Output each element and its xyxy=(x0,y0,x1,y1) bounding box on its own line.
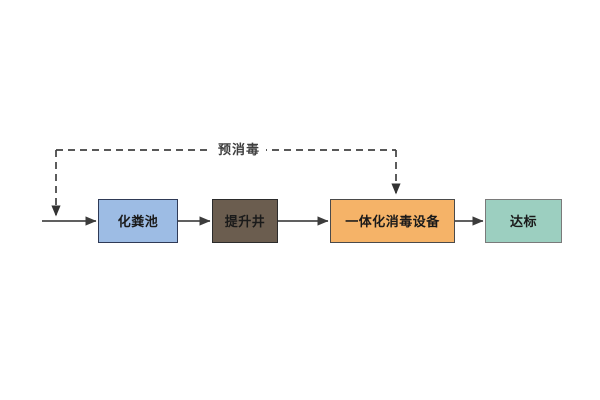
node-disinfection-equipment[interactable]: 一体化消毒设备 xyxy=(330,199,455,243)
node-compliant-output[interactable]: 达标 xyxy=(485,199,562,243)
node-septic-tank-label: 化粪池 xyxy=(117,213,159,229)
node-disinfection-equipment-label: 一体化消毒设备 xyxy=(345,213,440,229)
node-lift-well[interactable]: 提升井 xyxy=(212,199,278,243)
node-lift-well-label: 提升井 xyxy=(224,213,266,229)
node-septic-tank[interactable]: 化粪池 xyxy=(98,199,178,243)
feedback-label: 预消毒 xyxy=(212,143,267,156)
node-compliant-output-label: 达标 xyxy=(509,213,537,229)
